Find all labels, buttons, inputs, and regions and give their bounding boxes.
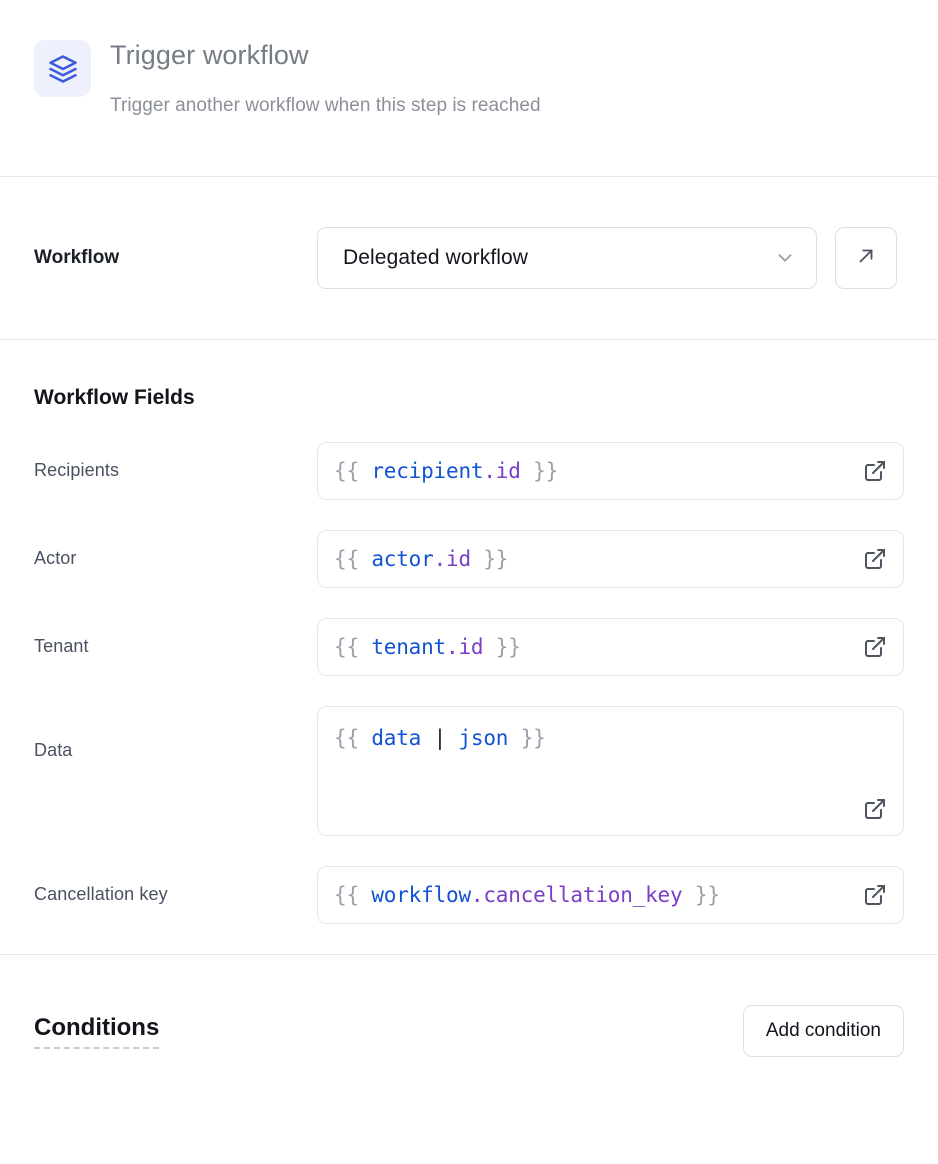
conditions-section: Conditions Add condition xyxy=(0,955,938,1107)
field-value-code: {{ actor.id }} xyxy=(334,547,509,571)
open-workflow-button[interactable] xyxy=(835,227,897,289)
field-value-code: {{ workflow.cancellation_key }} xyxy=(334,883,720,907)
divider-fields xyxy=(0,954,938,955)
external-link-icon[interactable] xyxy=(863,797,887,821)
workflow-field-row: Recipients {{ recipient.id }} xyxy=(34,442,904,500)
arrow-up-right-icon xyxy=(855,245,877,272)
field-label: Recipients xyxy=(34,460,120,480)
external-link-icon[interactable] xyxy=(863,459,887,483)
header-text-group: Trigger workflow Trigger another workflo… xyxy=(110,33,541,119)
external-link-icon[interactable] xyxy=(863,883,887,907)
external-link-icon[interactable] xyxy=(863,635,887,659)
workflow-label: Workflow xyxy=(34,247,120,268)
workflow-field-row: Data {{ data | json }} xyxy=(34,706,904,836)
workflow-field-row: Actor {{ actor.id }} xyxy=(34,530,904,588)
workflow-field-row: Cancellation key {{ workflow.cancellation… xyxy=(34,866,904,924)
workflow-fields-section: Workflow Fields Recipients {{ recipient.i… xyxy=(0,340,938,954)
panel-header: Trigger workflow Trigger another workflo… xyxy=(0,0,938,176)
workflow-select-group: Delegated workflow xyxy=(317,227,897,289)
workflow-field-row: Tenant {{ tenant.id }} xyxy=(34,618,904,676)
field-input-cancellation-key[interactable]: {{ workflow.cancellation_key }} xyxy=(317,866,904,924)
field-value-code: {{ data | json }} xyxy=(334,726,546,750)
chevron-down-icon xyxy=(774,247,796,269)
field-label: Cancellation key xyxy=(34,884,168,904)
workflow-fields-list: Recipients {{ recipient.id }} Actor {{ act… xyxy=(34,442,904,924)
page-subtitle: Trigger another workflow when this step … xyxy=(110,95,541,116)
divider-workflow xyxy=(0,339,938,340)
page-title: Trigger workflow xyxy=(110,40,309,70)
field-input-tenant[interactable]: {{ tenant.id }} xyxy=(317,618,904,676)
workflow-select-value: Delegated workflow xyxy=(343,246,529,269)
workflow-fields-title: Workflow Fields xyxy=(34,386,195,409)
field-value-code: {{ recipient.id }} xyxy=(334,459,559,483)
field-label: Actor xyxy=(34,548,77,568)
layers-icon xyxy=(34,40,91,97)
field-label: Data xyxy=(34,740,73,760)
field-value-code: {{ tenant.id }} xyxy=(334,635,521,659)
field-label: Tenant xyxy=(34,636,89,656)
field-input-data[interactable]: {{ data | json }} xyxy=(317,706,904,836)
field-input-actor[interactable]: {{ actor.id }} xyxy=(317,530,904,588)
external-link-icon[interactable] xyxy=(863,547,887,571)
conditions-title: Conditions xyxy=(34,1014,160,1049)
field-input-recipients[interactable]: {{ recipient.id }} xyxy=(317,442,904,500)
divider-header xyxy=(0,176,938,177)
add-condition-button[interactable]: Add condition xyxy=(742,1005,904,1057)
workflow-select[interactable]: Delegated workflow xyxy=(317,227,817,289)
workflow-section: Workflow Delegated workflow xyxy=(0,177,938,339)
